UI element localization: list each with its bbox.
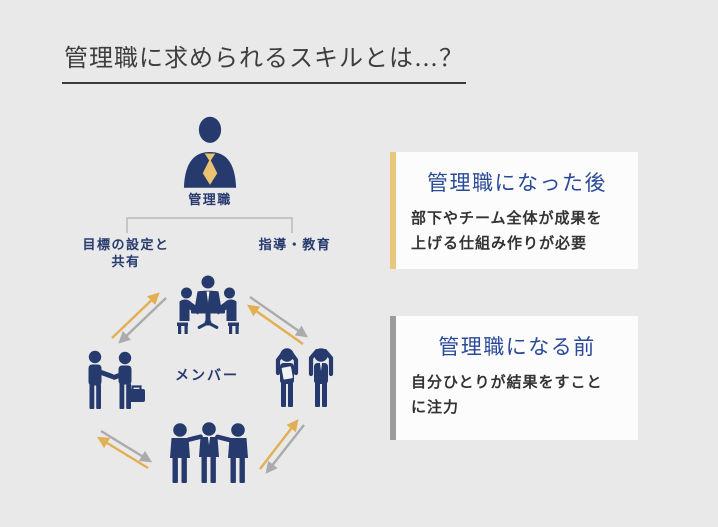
after-promotion-heading: 管理職になった後 bbox=[427, 171, 607, 195]
meeting-icon bbox=[176, 273, 240, 335]
arrow-left-to-bottom-gray bbox=[100, 429, 153, 463]
before-promotion-heading: 管理職になる前 bbox=[438, 335, 596, 359]
page-title: 管理職に求められるスキルとは…？ bbox=[62, 38, 466, 84]
after-promotion-body-line1: 部下やチーム全体が成果を bbox=[411, 209, 603, 227]
branch-bracket bbox=[126, 217, 293, 233]
arrow-bottom-to-left-gold bbox=[96, 436, 149, 470]
after-promotion-body-line2: 上げる仕組み作りが必要 bbox=[411, 234, 588, 252]
goal-setting-label: 目標の設定と 共有 bbox=[74, 237, 178, 271]
after-promotion-card: 管理職になった後 部下やチーム全体が成果を 上げる仕組み作りが必要 bbox=[390, 152, 638, 269]
handshake-icon bbox=[80, 348, 146, 412]
after-promotion-body: 部下やチーム全体が成果を 上げる仕組み作りが必要 bbox=[396, 206, 638, 256]
before-promotion-body: 自分ひとりが結果をすこと に注力 bbox=[396, 370, 638, 420]
arrow-left-to-top-gold bbox=[111, 292, 160, 339]
arrow-top-to-right-gray bbox=[249, 296, 308, 338]
manager-label: 管理職 bbox=[188, 193, 232, 208]
before-promotion-card: 管理職になる前 自分ひとりが結果をすこと に注力 bbox=[390, 316, 638, 440]
arrow-bottom-to-right-gold bbox=[259, 419, 299, 470]
arrow-right-to-top-gold bbox=[247, 304, 304, 345]
goal-setting-label-line2: 共有 bbox=[111, 255, 141, 270]
arrow-top-to-left-gray bbox=[118, 297, 167, 344]
manager-icon bbox=[181, 115, 239, 189]
guidance-label: 指導・教育 bbox=[258, 238, 332, 253]
goal-setting-label-line1: 目標の設定と bbox=[82, 238, 170, 253]
team-icon bbox=[166, 421, 252, 485]
confused-members-icon bbox=[268, 345, 342, 411]
member-label: メンバー bbox=[175, 368, 239, 384]
before-promotion-body-line2: に注力 bbox=[411, 398, 460, 416]
arrow-right-to-bottom-gray bbox=[265, 424, 305, 474]
before-promotion-body-line1: 自分ひとりが結果をすこと bbox=[411, 373, 603, 391]
